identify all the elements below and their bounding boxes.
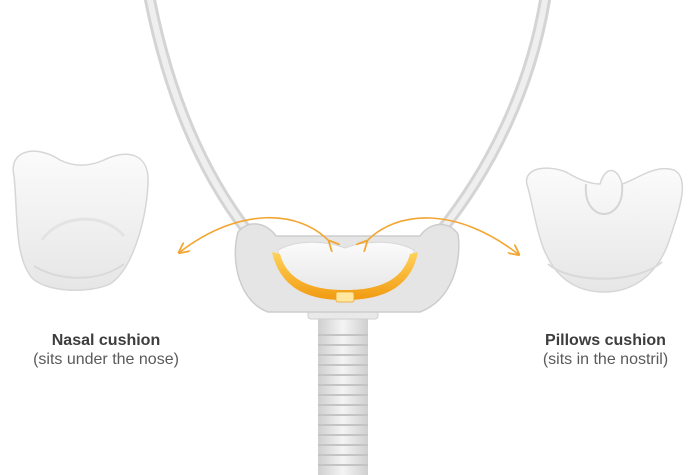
mask-frame xyxy=(235,224,459,312)
air-tube xyxy=(308,305,378,475)
pillows-cushion xyxy=(527,168,683,292)
pillows-cushion-subtitle: (sits in the nostril) xyxy=(520,350,691,369)
nasal-cushion-label: Nasal cushion (sits under the nose) xyxy=(0,331,212,369)
pillows-cushion-title: Pillows cushion xyxy=(520,331,691,350)
nasal-cushion-subtitle: (sits under the nose) xyxy=(0,350,212,369)
headgear-straps xyxy=(150,0,545,232)
nasal-cushion xyxy=(13,151,148,290)
nasal-cushion-title: Nasal cushion xyxy=(0,331,212,350)
pillows-cushion-label: Pillows cushion (sits in the nostril) xyxy=(520,331,691,369)
